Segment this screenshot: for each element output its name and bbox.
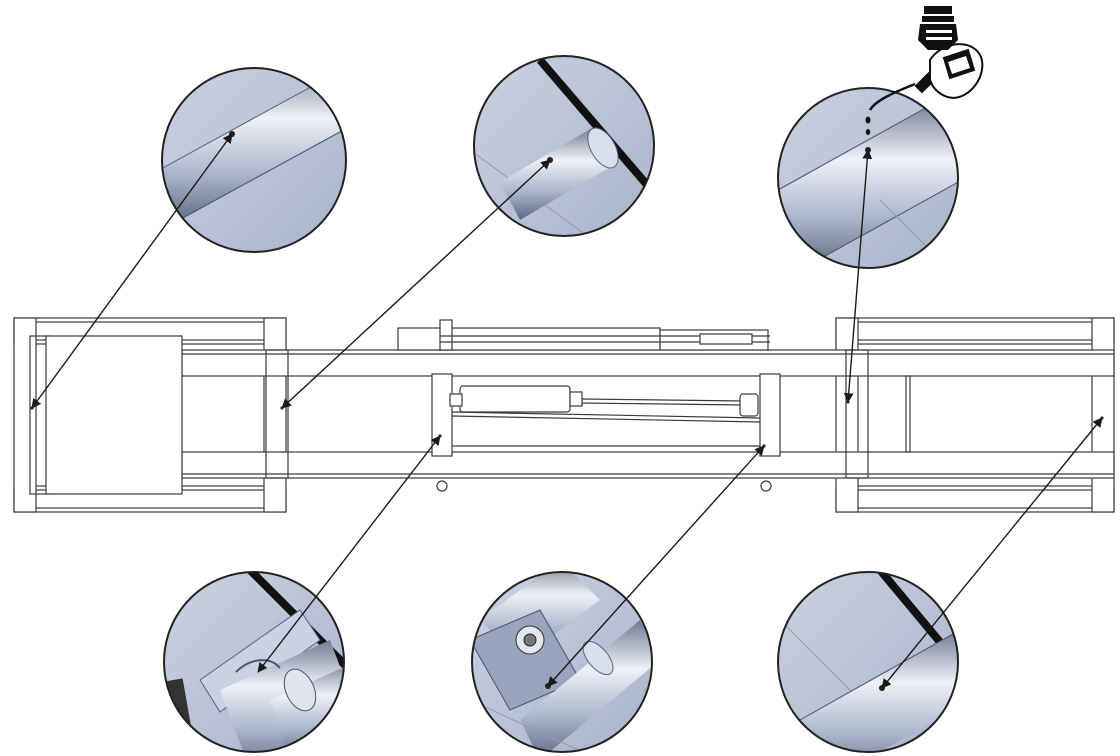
mid-left-post (431, 373, 453, 457)
detail-bottom-right (777, 571, 959, 753)
left-inner-plate (263, 317, 287, 513)
right-inner-plate (835, 317, 859, 513)
mid-right-post (759, 373, 781, 457)
detail-top-left (161, 67, 347, 253)
oil-stream (868, 82, 916, 111)
callout-arrows (31, 133, 1103, 689)
arrow-bottom-right (881, 417, 1103, 689)
main-frame (13, 317, 1115, 513)
right-end-plate (1091, 317, 1115, 513)
left-end-plate (13, 317, 37, 513)
hydraulic-cylinder (459, 385, 571, 413)
hand-icon (918, 6, 958, 50)
arrow-bottom-center (547, 445, 765, 687)
arrow-top-center (281, 159, 551, 409)
arrow-top-right (843, 149, 873, 403)
detail-bottom-center (471, 571, 653, 753)
top-mechanism-plate (397, 327, 661, 351)
oil-drop (865, 116, 871, 124)
oil-can-icon (914, 43, 984, 99)
arrow-bottom-left (257, 435, 441, 673)
detail-bottom-left (163, 571, 345, 753)
arrow-top-left (31, 133, 233, 409)
detail-top-right (777, 82, 959, 269)
detail-top-center (473, 55, 655, 237)
